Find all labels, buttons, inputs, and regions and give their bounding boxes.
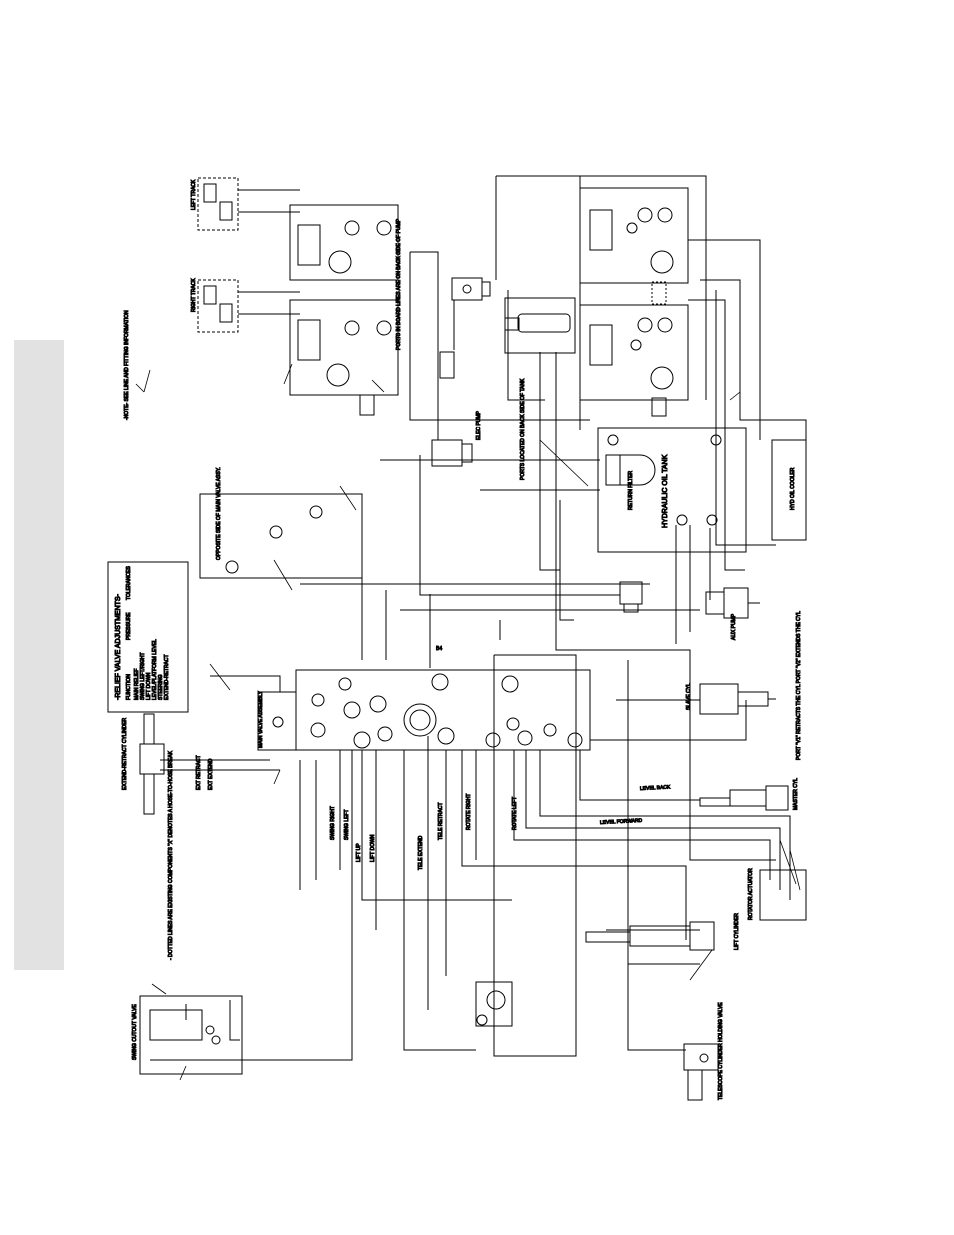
emergency-pump [619, 581, 643, 613]
hydraulic-oil-tank: HYDRAULIC OIL TANK RETURN FILTER PORTS L… [520, 378, 747, 553]
svg-text:SWING CUTOUT VALVE: SWING CUTOUT VALVE [132, 1004, 138, 1060]
level-forward-label: LEVEL FORWARD [599, 817, 643, 826]
piping-note: -NOTE- SEE LINE AND FITTING INFORMATION [124, 309, 131, 420]
main-valve-assembly: MAIN VALVE ASSEMBLY B4 [257, 646, 591, 751]
relief-row: MAIN RELIEF [134, 669, 140, 700]
svg-text:SWING LEFT: SWING LEFT [344, 809, 350, 840]
hose-lines [150, 175, 807, 1061]
svg-text:HYDRAULIC OIL TANK: HYDRAULIC OIL TANK [662, 454, 669, 528]
ext-retract-label: EXT RETRACT [196, 755, 203, 791]
svg-text:MASTER CYL: MASTER CYL [793, 778, 799, 810]
relief-valve-table: -RELIEF VALVE ADJUSTMENTS- FUNCTION PRES… [107, 561, 189, 713]
svg-text:PORT "V1" RETRACTS THE CYL POR: PORT "V1" RETRACTS THE CYL PORT "V2" EXT… [796, 611, 802, 760]
port-note: PORT "V1" RETRACTS THE CYL PORT "V2" EXT… [796, 610, 803, 760]
hyd-oil-cooler: HYD OIL COOLER [771, 439, 807, 541]
svg-text:LIFT DOWN: LIFT DOWN [370, 834, 376, 862]
swing-cutout-valve: SWING CUTOUT VALVE [132, 995, 243, 1075]
rotate-left-label: ROTATE LEFT [512, 796, 519, 830]
tele-retract-label: TELE RETRACT [438, 802, 445, 841]
b4-label: B4 [436, 646, 442, 652]
telescope-holding-valve: TELESCOPE CYLINDER HOLDING VALVE [683, 1001, 725, 1101]
svg-text:AUX PUMP: AUX PUMP [731, 613, 737, 640]
lift-up-label: LIFT UP [356, 842, 363, 862]
svg-text:LIFT CYLINDER: LIFT CYLINDER [734, 913, 740, 950]
aux-pump: AUX PUMP [705, 587, 760, 641]
relief-row: EXTEND-RETRACT [164, 654, 170, 700]
svg-text:OPPOSITE SIDE OF MAIN VALVE AS: OPPOSITE SIDE OF MAIN VALVE ASSY. [216, 467, 222, 560]
elec-pump: ELEC PUMP [431, 410, 483, 467]
svg-text:EXT RETRACT: EXT RETRACT [196, 755, 202, 790]
relief-col-tolerance: TOLERANCES [126, 566, 132, 600]
svg-text:ELEC PUMP: ELEC PUMP [476, 410, 482, 440]
filter-assembly [504, 297, 576, 354]
tele-extend-label: TELE EXTEND [418, 835, 425, 871]
leader-lines [135, 363, 801, 1081]
svg-text:HYD OIL COOLER: HYD OIL COOLER [790, 467, 796, 510]
relief-row: LEVEL/PLATFORM LEVEL [152, 639, 158, 700]
relief-col-pressure: PRESSURE [126, 612, 132, 640]
svg-text:TELE RETRACT: TELE RETRACT [438, 802, 444, 840]
svg-text:-NOTE- SEE LINE AND FITTING IN: -NOTE- SEE LINE AND FITTING INFORMATION [124, 310, 130, 420]
stepper-box [439, 351, 455, 379]
slave-cylinder: SLAVE CYL [686, 682, 776, 715]
pump-group-right [579, 187, 689, 417]
svg-text:RETURN FILTER: RETURN FILTER [628, 471, 634, 510]
rotator-actuator: ROTATOR ACTUATOR [748, 867, 807, 921]
svg-text:LIFT UP: LIFT UP [356, 843, 362, 862]
svg-text:EXT EXTEND: EXT EXTEND [208, 758, 214, 790]
svg-text:ROTATE RIGHT: ROTATE RIGHT [466, 794, 472, 830]
master-cylinder: MASTER CYL [699, 777, 800, 811]
svg-text:ROTATOR ACTUATOR: ROTATOR ACTUATOR [748, 868, 754, 920]
relief-row: LIFT DOWN [146, 672, 152, 700]
ext-extend-label: EXT EXTEND [208, 758, 215, 791]
svg-text:PORTS IN BOARD LINES ARE ON BA: PORTS IN BOARD LINES ARE ON BACK SIDE OF… [396, 218, 402, 350]
level-back-label: LEVEL BACK [639, 784, 671, 793]
dotted-lines-note: - DOTTED LINES ARE EXISTING COMPONENTS "… [168, 750, 175, 961]
relief-col-function: FUNCTION [126, 674, 132, 700]
opposite-side-box: OPPOSITE SIDE OF MAIN VALVE ASSY. [199, 467, 363, 579]
svg-text:- DOTTED LINES ARE EXISTING CO: - DOTTED LINES ARE EXISTING COMPONENTS "… [168, 750, 174, 960]
side-tab-shading [14, 340, 64, 970]
relief-row: STEERING [158, 674, 164, 700]
drive-pump-lower: PORTS IN BOARD LINES ARE ON BACK SIDE OF… [289, 218, 403, 416]
relief-row: SWING LEFT/RIGHT [140, 653, 146, 701]
svg-text:LEVEL FORWARD: LEVEL FORWARD [600, 818, 643, 826]
right-track-box: RIGHT TRACK [191, 277, 239, 333]
relief-table-title: -RELIEF VALVE ADJUSTMENTS- [115, 593, 122, 700]
svg-text:TELE EXTEND: TELE EXTEND [418, 835, 424, 870]
lift-cylinder: LIFT CYLINDER [585, 912, 741, 951]
swing-left-label: SWING LEFT [344, 809, 351, 841]
lift-down-label: LIFT DOWN [370, 834, 377, 863]
svg-text:SLAVE CYL: SLAVE CYL [686, 683, 692, 710]
svg-text:LEVEL BACK: LEVEL BACK [640, 784, 671, 792]
svg-text:RIGHT TRACK: RIGHT TRACK [191, 278, 197, 312]
drive-pump-upper [289, 204, 399, 281]
solenoid-valve-top [451, 277, 491, 301]
svg-text:ROTATE LEFT: ROTATE LEFT [512, 797, 518, 830]
swing-right-label: SWING RIGHT [330, 806, 337, 841]
svg-text:LEFT TRACK: LEFT TRACK [191, 179, 197, 210]
svg-text:SWING RIGHT: SWING RIGHT [330, 806, 336, 840]
extend-retract-cylinder: EXTEND-RETRACT CYLINDER [122, 713, 165, 815]
rotate-right-label: ROTATE RIGHT [466, 793, 473, 830]
svg-text:TELESCOPE CYLINDER HOLDING VAL: TELESCOPE CYLINDER HOLDING VALVE [718, 1002, 724, 1100]
svg-text:EXTEND-RETRACT CYLINDER: EXTEND-RETRACT CYLINDER [122, 717, 128, 790]
svg-text:PORTS LOCATED ON BACK SIDE OF: PORTS LOCATED ON BACK SIDE OF TANK [520, 378, 526, 480]
svg-text:MAIN VALVE ASSEMBLY: MAIN VALVE ASSEMBLY [258, 690, 264, 748]
left-track-box: LEFT TRACK [191, 177, 239, 231]
